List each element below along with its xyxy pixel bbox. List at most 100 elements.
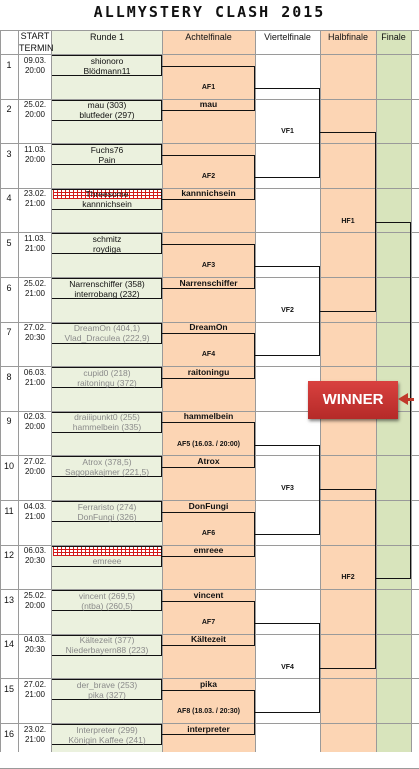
match-number: 13 [3,594,14,605]
match-date: 02.03.20:00 [19,412,51,432]
grid-vline [411,30,412,752]
player-bottom: interrobang (232) [74,288,140,299]
match-box [52,99,162,121]
match-date: 06.03.21:00 [19,368,51,388]
grid-hline [0,411,419,412]
achtel-winner-bottom: kannnichsein [181,188,236,199]
match-date-day: 11.03. [24,233,46,243]
player-bottom: kannnichsein [82,199,132,210]
struck-out-entry [53,546,161,556]
viertel-label: VF1 [281,128,294,136]
achtel-bracket [162,243,255,290]
header-finale: Finale [381,32,406,42]
match-date-day: 04.03. [23,501,47,511]
match-date-day: 27.02. [23,323,47,333]
match-date-time: 20:30 [24,333,46,343]
achtel-winner-bottom: raitoningu [187,366,230,377]
achtel-label: AF1 [201,83,216,91]
match-date: 06.03.20:30 [19,546,51,566]
achtel-label: AF8 (18.03. / 20:30) [176,708,241,716]
achtel-winner-top: hammelbein [183,411,234,422]
player-top: DreamOn (404,1) [73,323,141,334]
grid-hline [0,634,419,635]
match-number: 7 [6,327,12,338]
viertel-bracket [255,444,320,535]
player-bottom: roydiga [93,243,121,254]
header-start: START TERMIN [19,30,54,54]
grid-vline [0,30,1,752]
match-date: 27.02.20:00 [19,457,51,477]
match-date-day: 23.02. [23,724,47,734]
player-bottom: Blödmann11 [83,65,131,76]
player-top: der_brave (253) [76,679,138,690]
achtel-bracket [162,422,255,468]
viertel-bracket [255,623,320,714]
match-date: 09.03.20:00 [19,56,51,76]
match-date: 11.03.20:00 [19,145,51,165]
match-number: 10 [3,460,14,471]
match-date: 27.02.21:00 [19,680,51,700]
achtel-label: AF4 [201,351,216,359]
match-date-day: 25.02. [23,100,47,110]
player-bottom: DonFungi (326) [77,511,137,522]
match-date-time: 20:00 [24,466,46,476]
player-bottom: emreee [92,556,122,567]
player-bottom: hammelbein (335) [72,422,142,433]
grid-hline [0,188,419,189]
player-bottom: Vlad_Draculea (222,9) [64,333,150,344]
achtel-label: AF5 (16.03. / 20:00) [176,440,241,448]
match-date-day: 25.02. [23,590,47,600]
player-top: Threesome [85,189,129,200]
achtel-bracket [162,689,255,736]
match-date: 04.03.21:00 [19,502,51,522]
grid-vline [255,30,256,752]
player-top: Interpreter (299) [76,724,138,735]
match-date-time: 20:00 [24,110,46,120]
grid-hline [0,322,419,323]
grid-hline [0,723,419,724]
match-box [52,634,162,656]
winner-arrow-tail-icon [406,398,414,401]
match-date-time: 21:00 [24,511,46,521]
grid-vline [162,30,163,752]
match-box [52,724,162,745]
match-date-day: 02.03. [23,412,47,422]
match-date-time: 21:00 [24,689,46,699]
achtel-winner-bottom: Atrox [197,455,220,466]
grid-hline [0,455,419,456]
achtel-label: AF7 [201,619,216,626]
match-number: 14 [3,639,14,650]
halb-bracket [320,132,376,312]
player-bottom: (ntba) (260,5) [81,600,133,611]
match-date-time: 21:00 [24,199,46,209]
match-number: 9 [6,416,12,427]
header-achtelfinale: Achtelfinale [185,32,232,42]
match-date: 04.03.20:30 [19,635,51,655]
match-date-time: 21:00 [24,243,46,253]
player-bottom: Pain [98,154,116,165]
player-top: Kältezeit (377) [79,635,135,646]
header-start-label: START [20,31,50,41]
match-date-day: 06.03. [23,546,47,556]
match-date: 25.02.20:00 [19,100,51,120]
achtel-label: AF6 [201,529,216,537]
match-number: 3 [6,148,12,159]
viertel-label: VF2 [281,306,294,314]
grid-hline [0,54,419,55]
winner-arrow-icon [398,393,408,405]
match-box [52,322,162,344]
viertel-label: VF4 [281,663,294,671]
achtel-bracket [162,154,255,201]
match-date-time: 20:00 [24,422,46,432]
halb-bracket [320,489,376,669]
player-top: mau (303) [87,100,127,111]
match-date: 25.02.20:00 [19,591,51,611]
player-bottom: pika (327) [88,689,126,700]
grid-vline [51,30,52,752]
match-number: 4 [6,193,12,204]
achtel-column-bg [162,30,255,752]
player-top: Narrenschiffer (358) [69,278,145,289]
player-top: vincent (269,5) [78,590,136,601]
match-box [52,590,162,612]
match-box [52,55,162,76]
